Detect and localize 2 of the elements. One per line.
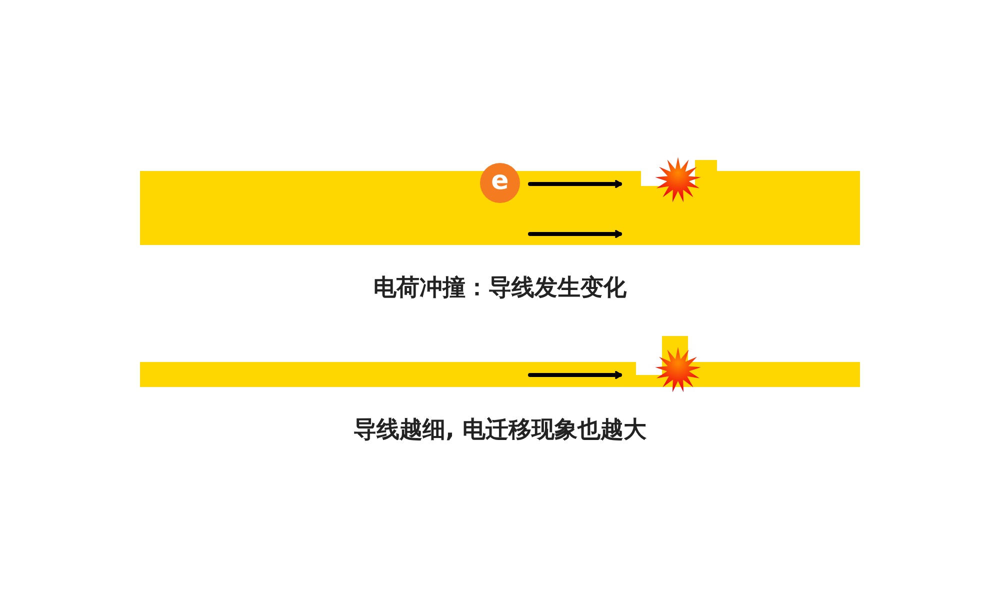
caption: 导线越细, 电迁移现象也越大 [354, 416, 646, 445]
caption: 电荷冲撞：导线发生变化 [374, 274, 626, 303]
